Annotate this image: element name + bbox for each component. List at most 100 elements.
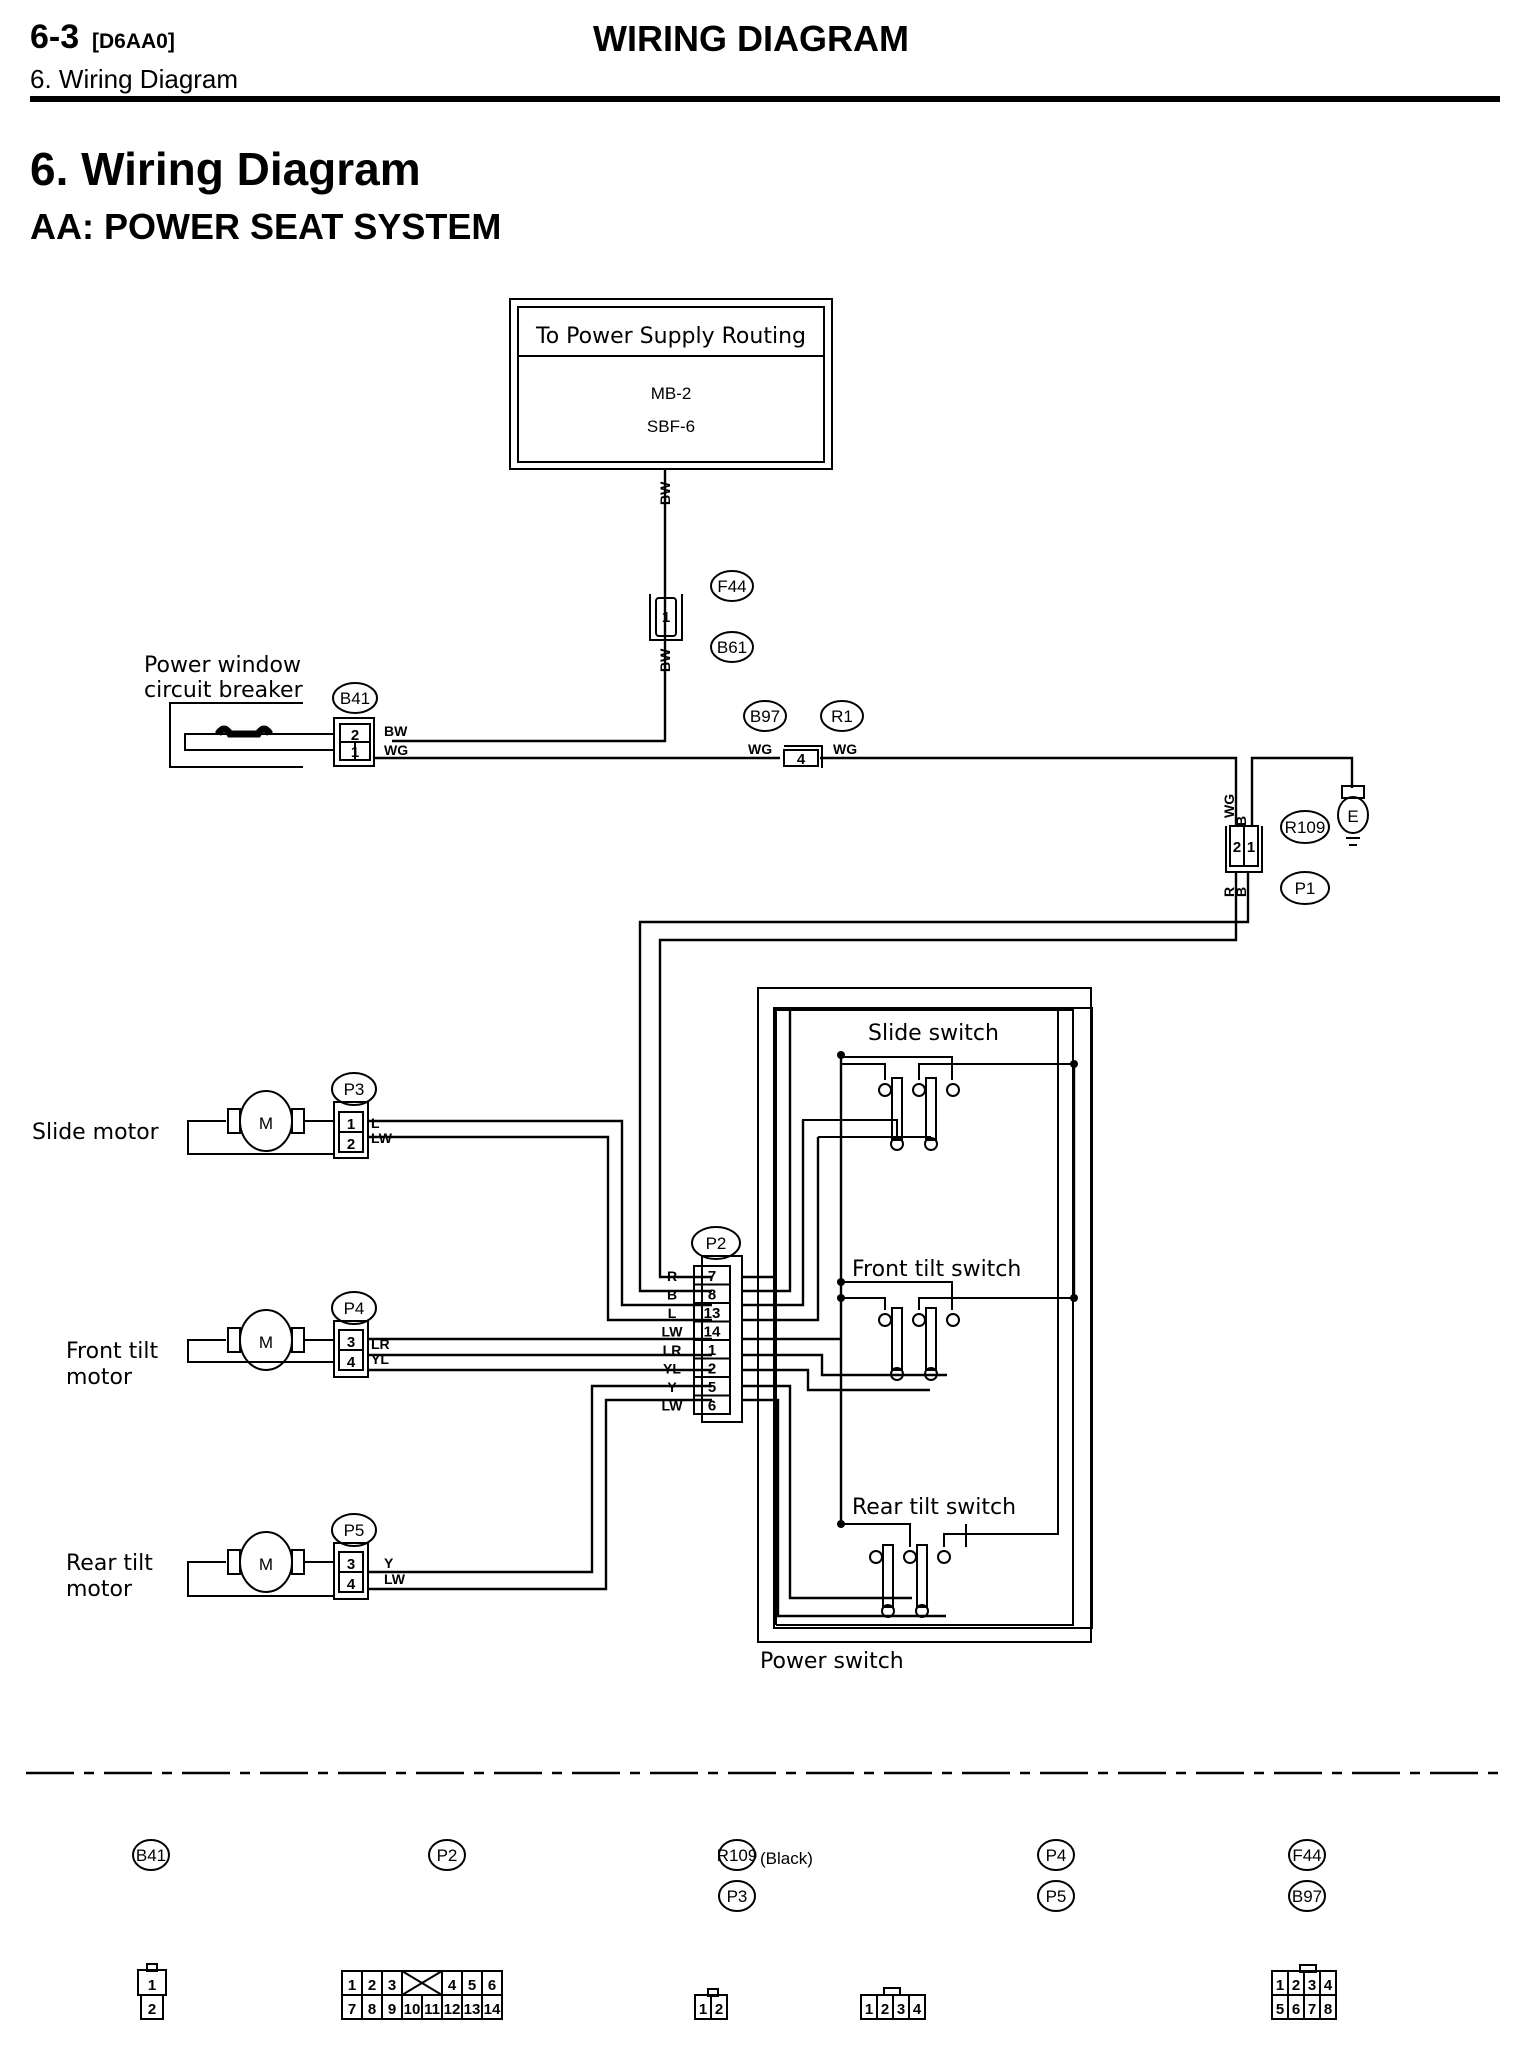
svg-text:4: 4 bbox=[1324, 1977, 1333, 1994]
svg-text:WG: WG bbox=[833, 741, 857, 757]
svg-text:BW: BW bbox=[657, 481, 673, 505]
header-section: 6. Wiring Diagram bbox=[30, 64, 239, 94]
svg-text:Front tilt switch: Front tilt switch bbox=[852, 1257, 1021, 1282]
power-window-circuit-breaker: Power window circuit breaker bbox=[144, 653, 304, 768]
svg-text:2: 2 bbox=[351, 727, 359, 744]
svg-text:2: 2 bbox=[1292, 1977, 1300, 1994]
svg-text:4: 4 bbox=[347, 1354, 356, 1371]
p2-legend-pin: 13 bbox=[464, 2001, 481, 2018]
svg-text:1: 1 bbox=[351, 744, 359, 761]
svg-text:1: 1 bbox=[662, 609, 670, 626]
p2-legend-pin: 12 bbox=[444, 2001, 461, 2018]
svg-text:WG: WG bbox=[1221, 794, 1237, 818]
svg-text:2: 2 bbox=[715, 2001, 723, 2018]
svg-text:WG: WG bbox=[748, 741, 772, 757]
legend-b41: B41 1 2 bbox=[132, 1839, 170, 2020]
p2-legend-pin: 4 bbox=[448, 1977, 457, 1994]
svg-text:R109: R109 bbox=[1285, 818, 1326, 837]
power-supply-mb: MB-2 bbox=[651, 384, 692, 403]
svg-text:1: 1 bbox=[865, 2001, 873, 2018]
svg-text:M: M bbox=[259, 1333, 273, 1352]
svg-text:R1: R1 bbox=[831, 707, 853, 726]
legend-f44-b97: F44 B97 1 2 3 4 5 6 7 8 bbox=[1271, 1839, 1337, 2020]
svg-text:P4: P4 bbox=[344, 1299, 365, 1318]
wire-bw: BW BW BW bbox=[384, 469, 673, 743]
svg-text:Y: Y bbox=[384, 1555, 394, 1571]
svg-text:R109: R109 bbox=[717, 1846, 758, 1865]
doc-code: [D6AA0] bbox=[92, 30, 175, 53]
svg-text:2: 2 bbox=[347, 1136, 355, 1153]
svg-text:BW: BW bbox=[657, 648, 673, 672]
p2-legend-pin: 5 bbox=[468, 1977, 476, 1994]
trunk-wires-r-b bbox=[638, 872, 1250, 1293]
p2-pin: 2 bbox=[708, 1361, 716, 1378]
p2-legend-pin: 14 bbox=[484, 2001, 501, 2018]
svg-text:Slide switch: Slide switch bbox=[868, 1021, 999, 1046]
svg-text:P3: P3 bbox=[727, 1887, 748, 1906]
connector-p3: P3 1 2 L LW bbox=[331, 1072, 712, 1322]
svg-text:2: 2 bbox=[1233, 839, 1241, 856]
svg-text:R: R bbox=[1221, 887, 1237, 897]
svg-text:B97: B97 bbox=[750, 707, 780, 726]
header-rule bbox=[30, 96, 1500, 102]
p2-legend-pin: 2 bbox=[368, 1977, 376, 1994]
p2-wire-color: Y bbox=[667, 1379, 677, 1395]
svg-text:4: 4 bbox=[797, 751, 806, 768]
p2-legend-pin: 1 bbox=[348, 1977, 356, 1994]
p2-pin: 7 bbox=[708, 1268, 716, 1285]
p2-legend-pin: 8 bbox=[368, 2001, 376, 2018]
connector-b41: B41 2 1 bbox=[303, 682, 378, 767]
svg-text:1: 1 bbox=[347, 1116, 355, 1133]
p2-pin: 1 bbox=[708, 1342, 716, 1359]
front-tilt-motor: Front tilt motor M bbox=[66, 1309, 334, 1390]
p2-wire-color: LW bbox=[662, 1324, 684, 1340]
p2-legend-pin: 10 bbox=[404, 2001, 421, 2018]
svg-text:4: 4 bbox=[913, 2001, 922, 2018]
svg-text:8: 8 bbox=[1324, 2001, 1332, 2018]
svg-text:B: B bbox=[1233, 887, 1249, 897]
svg-text:F44: F44 bbox=[1292, 1846, 1321, 1865]
svg-text:motor: motor bbox=[66, 1365, 133, 1390]
svg-text:1: 1 bbox=[1247, 839, 1255, 856]
svg-text:P4: P4 bbox=[1046, 1846, 1067, 1865]
p2-switch-wires bbox=[742, 1010, 947, 1618]
svg-text:P5: P5 bbox=[1046, 1887, 1067, 1906]
svg-text:Rear tilt switch: Rear tilt switch bbox=[852, 1495, 1016, 1520]
svg-text:2: 2 bbox=[148, 2001, 156, 2018]
p2-pin: 5 bbox=[708, 1379, 716, 1396]
svg-text:P1: P1 bbox=[1295, 879, 1316, 898]
svg-text:motor: motor bbox=[66, 1577, 133, 1602]
p2-legend-pin: 11 bbox=[424, 2001, 440, 2018]
power-switch: Power switch Slide switch Front tilt swi… bbox=[757, 987, 1093, 1674]
section-subtitle: AA: POWER SEAT SYSTEM bbox=[30, 206, 502, 247]
wire-wg: WG WG WG WG bbox=[374, 741, 1238, 825]
svg-text:WG: WG bbox=[384, 742, 408, 758]
svg-text:(Black): (Black) bbox=[760, 1849, 813, 1868]
svg-text:B: B bbox=[1233, 816, 1249, 826]
svg-text:3: 3 bbox=[897, 2001, 905, 2018]
power-supply-box: To Power Supply Routing MB-2 SBF-6 bbox=[509, 298, 833, 470]
svg-text:Rear tilt: Rear tilt bbox=[66, 1551, 153, 1576]
p2-pin: 14 bbox=[704, 1324, 721, 1341]
section-title: 6. Wiring Diagram bbox=[30, 143, 421, 195]
svg-text:3: 3 bbox=[347, 1334, 355, 1351]
legend-r109-p3: R109 (Black) P3 1 2 bbox=[694, 1839, 813, 2020]
p2-legend-pin: 7 bbox=[348, 2001, 356, 2018]
ground-e: E bbox=[1250, 756, 1369, 846]
svg-text:BW: BW bbox=[384, 723, 408, 739]
svg-text:B61: B61 bbox=[717, 638, 747, 657]
svg-text:6: 6 bbox=[1292, 2001, 1300, 2018]
svg-text:1: 1 bbox=[148, 1977, 156, 1994]
p2-wire-color: R bbox=[667, 1268, 677, 1284]
svg-text:P3: P3 bbox=[344, 1080, 365, 1099]
svg-text:Slide motor: Slide motor bbox=[32, 1120, 160, 1145]
svg-text:B97: B97 bbox=[1292, 1887, 1322, 1906]
connector-b97-r1: B97 R1 4 bbox=[743, 700, 864, 768]
svg-text:1: 1 bbox=[1276, 1977, 1284, 1994]
power-supply-title: To Power Supply Routing bbox=[535, 324, 806, 349]
p2-legend-pin: 9 bbox=[388, 2001, 396, 2018]
svg-text:Power switch: Power switch bbox=[760, 1649, 904, 1674]
p2-wire-color: LR bbox=[663, 1342, 682, 1358]
